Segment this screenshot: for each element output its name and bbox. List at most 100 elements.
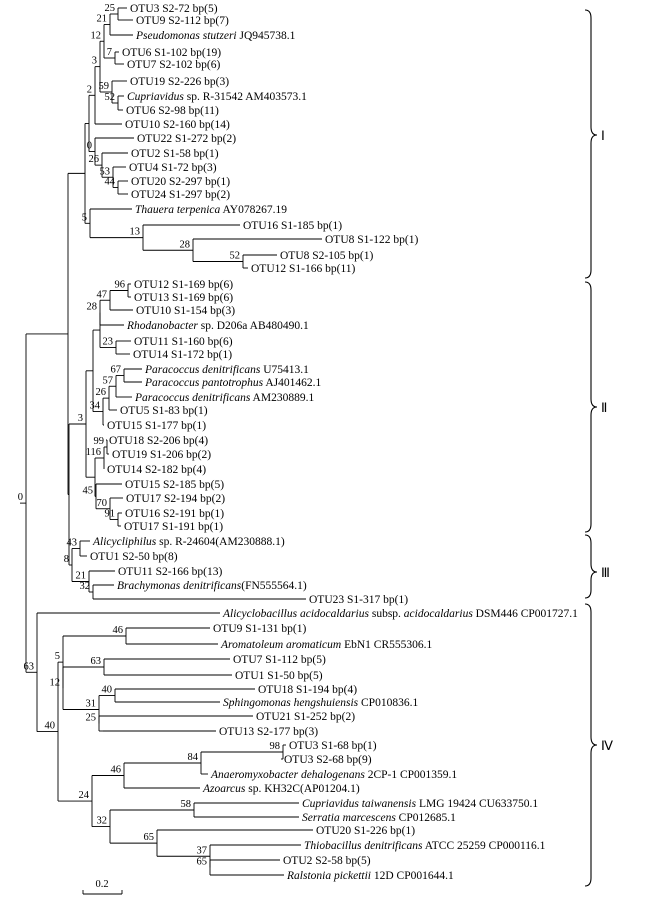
leaf-label-part: sp. R-31542 AM403573.1 <box>184 91 307 103</box>
group-label: Ⅱ <box>601 400 607 415</box>
leaf-label: OTU10 S1-154 bp(3) <box>136 305 235 317</box>
leaf-label-part: Cupriavidus taiwanensis <box>302 798 417 810</box>
leaf-label: OTU16 S2-191 bp(1) <box>125 508 224 520</box>
leaf-label: OTU14 S2-182 bp(4) <box>107 464 206 476</box>
bootstrap-value: 3 <box>92 56 97 67</box>
leaf-label-part: Anaeromyxobacter dehalogenans <box>210 769 365 781</box>
bootstrap-value: 31 <box>86 699 97 710</box>
bootstrap-value: 84 <box>188 752 199 763</box>
leaf-label-part: AJ401462.1 <box>263 377 321 389</box>
bootstrap-value: 21 <box>76 571 87 582</box>
leaf-label-part: DSM446 CP001727.1 <box>473 608 578 620</box>
leaf-label: OTU10 S2-160 bp(14) <box>125 119 230 131</box>
scale-bar-label: 0.2 <box>95 879 108 890</box>
leaf-label: Sphingomonas hengshuiensis CP010836.1 <box>223 697 418 709</box>
leaf-label-part: sp. R-24604(AM230888.1) <box>156 536 285 548</box>
bootstrap-value: 52 <box>105 92 116 103</box>
leaf-label-part: Paracoccus denitrificans <box>144 364 261 376</box>
bootstrap-value: 43 <box>67 538 78 549</box>
bootstrap-value: 70 <box>97 498 108 509</box>
group-brace <box>584 603 598 887</box>
leaf-label: Paracoccus denitrificans U75413.1 <box>144 364 309 376</box>
leaf-label: OTU21 S1-252 bp(2) <box>256 711 355 723</box>
bootstrap-value: 63 <box>91 656 102 667</box>
bootstrap-value: 26 <box>96 387 107 398</box>
leaf-label: OTU9 S2-112 bp(7) <box>136 15 229 27</box>
leaf-label: OTU24 S1-297 bp(2) <box>131 189 230 201</box>
leaf-label: Pseudomonas stutzeri JQ945738.1 <box>135 30 296 42</box>
leaf-label: OTU14 S1-172 bp(1) <box>133 349 232 361</box>
leaf-label: Thiobacillus denitrificans ATCC 25259 CP… <box>304 840 546 852</box>
bootstrap-value: 57 <box>103 375 114 386</box>
bootstrap-value: 46 <box>113 625 124 636</box>
leaf-label-part: Aromatoleum aromaticum <box>220 639 341 651</box>
bootstrap-value: 98 <box>270 741 281 752</box>
leaf-label-part: Alicyclobacillus acidocaldarius <box>222 608 369 620</box>
leaf-label: OTU15 S2-185 bp(5) <box>125 479 224 491</box>
bootstrap-value: 7 <box>107 47 112 58</box>
leaf-label: Azoarcus sp. KH32C(AP01204.1) <box>202 783 360 795</box>
bootstrap-value: 65 <box>144 832 155 843</box>
leaf-label-part: 12D CP001644.1 <box>371 870 454 882</box>
bootstrap-value: 45 <box>83 485 94 496</box>
leaf-label: OTU17 S2-194 bp(2) <box>126 493 225 505</box>
leaf-label: OTU1 S1-50 bp(5) <box>235 670 323 682</box>
bootstrap-value: 5 <box>55 651 60 662</box>
leaf-label-part: CP010836.1 <box>358 697 418 709</box>
bootstrap-value: 58 <box>181 799 192 810</box>
bootstrap-value: 47 <box>97 289 108 300</box>
leaf-label-part: LMG 19424 CU633750.1 <box>416 798 538 810</box>
leaf-label: OTU8 S2-105 bp(1) <box>280 250 373 262</box>
leaf-label: Anaeromyxobacter dehalogenans 2CP-1 CP00… <box>210 769 457 781</box>
bootstrap-value: 12 <box>91 30 102 41</box>
leaf-label: OTU4 S1-72 bp(3) <box>129 162 217 174</box>
leaf-label-part: EbN1 CR555306.1 <box>341 639 432 651</box>
leaf-label: OTU20 S1-226 bp(1) <box>316 825 415 837</box>
group-label: Ⅳ <box>601 738 613 753</box>
bootstrap-value: 116 <box>86 447 101 458</box>
leaf-label-part: Serratia marcescens <box>302 812 396 824</box>
leaf-label: OTU3 S2-68 bp(9) <box>284 754 372 766</box>
bootstrap-value: 52 <box>230 251 241 262</box>
leaf-label-part: Sphingomonas hengshuiensis <box>223 697 359 709</box>
leaf-label-part: AM230889.1 <box>250 392 314 404</box>
leaf-label-part: sp. D206a AB480490.1 <box>198 320 309 332</box>
leaf-label-part: AY078267.19 <box>220 204 287 216</box>
leaf-label: Paracoccus pantotrophus AJ401462.1 <box>144 377 321 389</box>
bootstrap-value: 46 <box>111 765 122 776</box>
leaf-label: OTU19 S2-226 bp(3) <box>130 76 229 88</box>
leaf-label-part: (FN555564.1) <box>241 580 307 592</box>
bootstrap-value: 34 <box>90 401 101 412</box>
leaf-label-part: Paracoccus pantotrophus <box>144 377 264 389</box>
leaf-label: OTU23 S1-317 bp(1) <box>309 594 408 606</box>
leaf-label-part: ATCC 25259 CP000116.1 <box>423 840 546 852</box>
bootstrap-value: 0 <box>18 492 23 503</box>
bootstrap-value: 26 <box>89 154 100 165</box>
leaf-label-part: Pseudomonas stutzeri <box>135 30 237 42</box>
leaf-label: OTU15 S1-177 bp(1) <box>107 420 206 432</box>
leaf-label: OTU16 S1-185 bp(1) <box>243 220 342 232</box>
bootstrap-value: 67 <box>111 365 122 376</box>
leaf-label-part: Cupriavidus <box>127 91 184 103</box>
leaf-label: OTU3 S1-68 bp(1) <box>289 740 377 752</box>
group-label: Ⅲ <box>601 565 610 580</box>
leaf-label-part: Alicycliphilus <box>92 536 157 548</box>
bootstrap-value: 25 <box>86 713 97 724</box>
bootstrap-value: 5 <box>82 212 87 223</box>
leaf-label-part: Paracoccus denitrificans <box>134 392 251 404</box>
leaf-label: Serratia marcescens CP012685.1 <box>302 812 456 824</box>
leaf-label: OTU1 S2-50 bp(8) <box>90 551 178 563</box>
leaf-label-part: JQ945738.1 <box>237 30 296 42</box>
leaf-label: Brachymonas denitrificans(FN555564.1) <box>117 580 307 592</box>
leaf-label: OTU2 S2-58 bp(5) <box>283 855 371 867</box>
bootstrap-value: 0 <box>87 141 92 152</box>
bootstrap-value: 59 <box>99 81 110 92</box>
bootstrap-value: 99 <box>94 436 105 447</box>
bootstrap-value: 32 <box>80 581 91 592</box>
leaf-label: Alicycliphilus sp. R-24604(AM230888.1) <box>92 536 285 548</box>
leaf-label: Alicyclobacillus acidocaldarius subsp. a… <box>222 608 578 620</box>
leaf-label: OTU17 S1-191 bp(1) <box>124 521 223 533</box>
bootstrap-value: 40 <box>102 685 113 696</box>
leaf-label: OTU11 S1-160 bp(6) <box>134 336 233 348</box>
